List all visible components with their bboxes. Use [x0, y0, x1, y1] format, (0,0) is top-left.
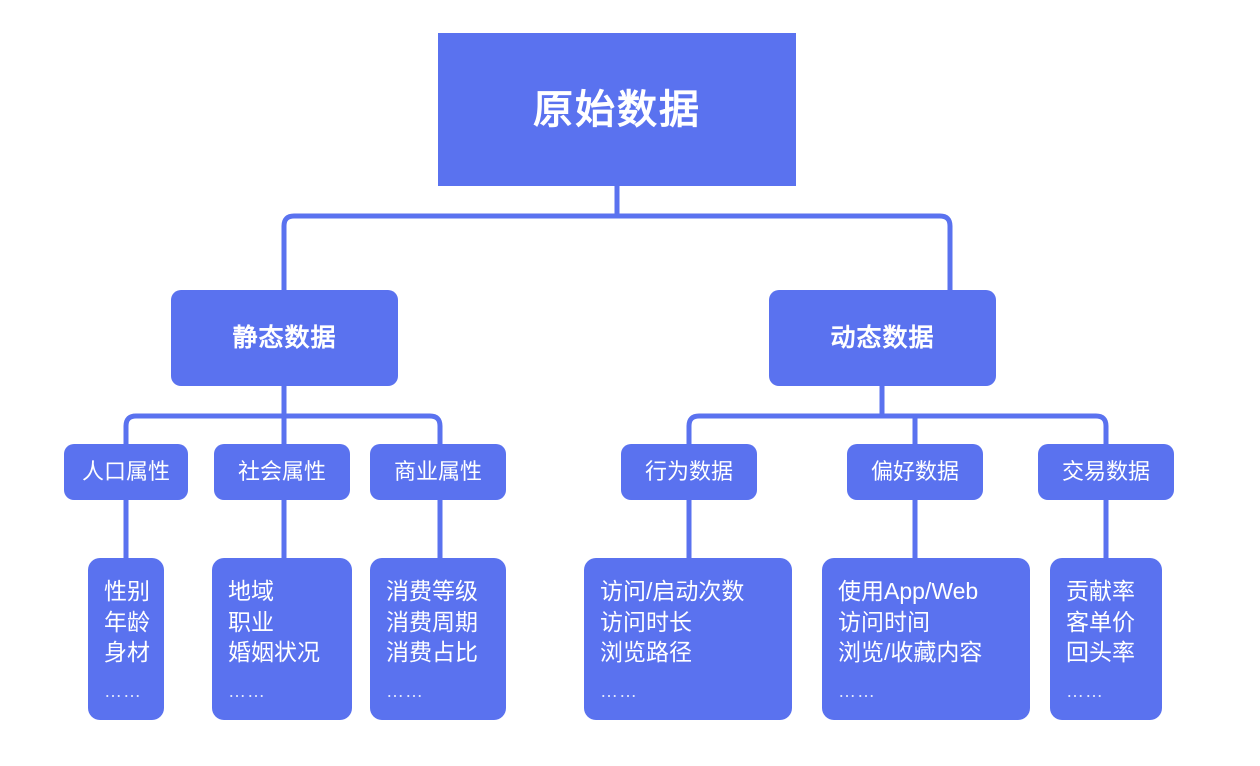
leaf-detail-line: 年龄	[104, 608, 150, 635]
node-root-raw-data[interactable]: 原始数据	[438, 33, 796, 186]
node-category-transaction-data[interactable]: 交易数据	[1038, 444, 1174, 500]
node-category-label: 偏好数据	[870, 459, 959, 484]
leaf-ellipsis: ……	[1066, 680, 1104, 701]
node-leaf-population-details[interactable]: 性别 年龄 身材 ……	[88, 558, 164, 720]
leaf-detail-line: 使用App/Web	[838, 578, 979, 604]
leaf-detail-line: 访问时长	[600, 608, 692, 635]
leaf-detail-line: 消费占比	[386, 639, 478, 666]
leaf-detail-line: 职业	[228, 608, 274, 635]
node-branch-dynamic-data[interactable]: 动态数据	[769, 290, 996, 386]
leaf-ellipsis: ……	[600, 680, 638, 701]
node-category-label: 商业属性	[393, 459, 482, 484]
leaf-detail-line: 消费周期	[386, 608, 478, 635]
leaf-detail-line: 浏览/收藏内容	[838, 639, 983, 666]
leaf-detail-line: 地域	[228, 578, 274, 604]
leaf-detail-line: 浏览路径	[600, 639, 692, 666]
leaf-ellipsis: ……	[104, 680, 142, 701]
leaf-detail-line: 性别	[104, 578, 150, 604]
leaf-detail-line: 身材	[104, 639, 150, 666]
node-category-label: 社会属性	[237, 459, 326, 484]
node-category-label: 人口属性	[81, 459, 170, 484]
connector-root-bus	[281, 213, 953, 293]
leaf-ellipsis: ……	[228, 680, 266, 701]
node-category-commercial-attributes[interactable]: 商业属性	[370, 444, 506, 500]
node-branch-static-data[interactable]: 静态数据	[171, 290, 398, 386]
leaf-ellipsis: ……	[838, 680, 876, 701]
node-leaf-transaction-details[interactable]: 贡献率 客单价 回头率 ……	[1050, 558, 1162, 720]
node-leaf-behavior-details[interactable]: 访问/启动次数 访问时长 浏览路径 ……	[584, 558, 792, 720]
node-leaf-commercial-details[interactable]: 消费等级 消费周期 消费占比 ……	[370, 558, 506, 720]
node-category-label: 交易数据	[1061, 459, 1150, 484]
node-branch-label: 动态数据	[830, 323, 935, 352]
leaf-detail-line: 访问/启动次数	[600, 578, 745, 604]
leaf-detail-line: 消费等级	[386, 578, 478, 604]
leaf-ellipsis: ……	[386, 680, 424, 701]
node-category-behavior-data[interactable]: 行为数据	[621, 444, 757, 500]
leaf-detail-line: 客单价	[1066, 608, 1135, 635]
node-category-preference-data[interactable]: 偏好数据	[847, 444, 983, 500]
node-category-social-attributes[interactable]: 社会属性	[214, 444, 350, 500]
node-branch-label: 静态数据	[232, 323, 337, 352]
connector-branch-right-bus	[686, 413, 1109, 455]
leaf-detail-line: 访问时间	[838, 608, 930, 635]
node-leaf-preference-details[interactable]: 使用App/Web 访问时间 浏览/收藏内容 ……	[822, 558, 1030, 720]
node-leaf-social-details[interactable]: 地域 职业 婚姻状况 ……	[212, 558, 352, 720]
node-category-label: 行为数据	[644, 459, 733, 484]
node-category-population-attributes[interactable]: 人口属性	[64, 444, 188, 500]
node-root-label: 原始数据	[533, 87, 701, 132]
leaf-detail-line: 婚姻状况	[228, 639, 320, 666]
leaf-detail-line: 回头率	[1066, 639, 1135, 666]
leaf-detail-line: 贡献率	[1066, 578, 1135, 604]
